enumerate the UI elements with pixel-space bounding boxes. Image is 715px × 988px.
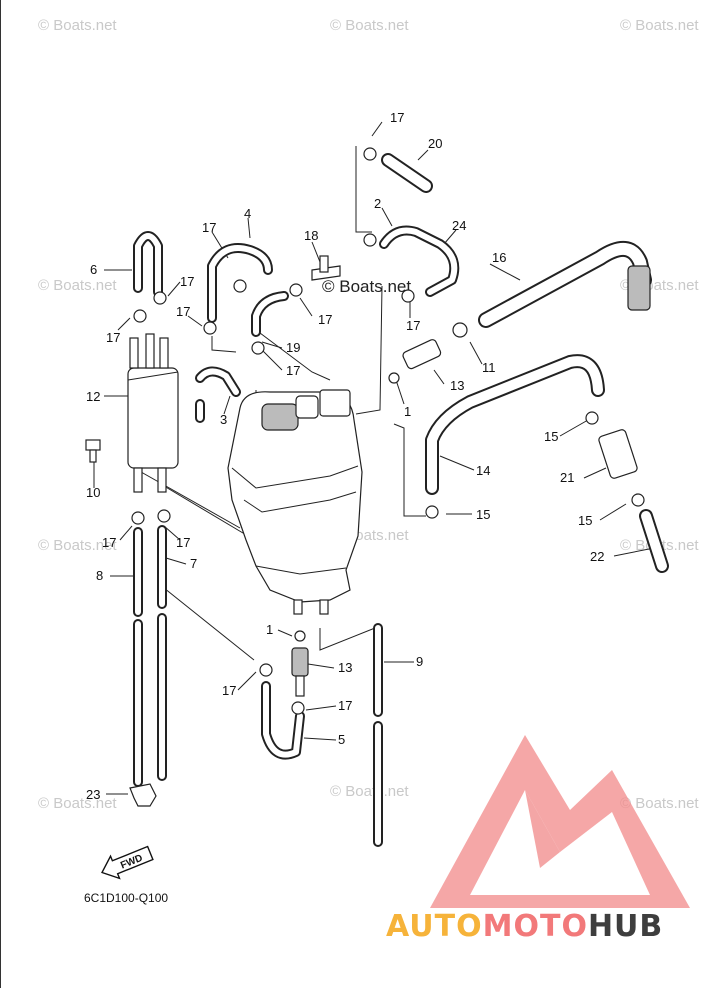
callout-label: 15	[476, 507, 490, 522]
callout-label: 17	[176, 304, 190, 319]
watermark-text: © Boats.net	[38, 795, 117, 812]
callout-label: 13	[338, 660, 352, 675]
leader-lines	[93, 121, 655, 795]
hoses	[133, 153, 669, 847]
callout-label: 18	[304, 228, 318, 243]
callout-label: 22	[590, 549, 604, 564]
watermark-text: © Boats.net	[38, 277, 117, 294]
callout-label: 20	[428, 136, 442, 151]
callout-label: 8	[96, 568, 103, 583]
callout-label: 17	[176, 535, 190, 550]
diagram-code: 6C1D100-Q100	[84, 891, 168, 905]
watermark-text: © Boats.net	[620, 795, 699, 812]
callout-label: 17	[180, 274, 194, 289]
callout-label: 14	[476, 463, 490, 478]
callout-label: 17	[406, 318, 420, 333]
callout-label: 17	[102, 535, 116, 550]
callout-label: 1	[266, 622, 273, 637]
parts	[85, 147, 651, 807]
brand-part-auto: AUTO	[386, 909, 483, 944]
callout-label: 4	[244, 206, 251, 221]
watermark-text: © Boats.net	[330, 17, 409, 34]
callout-label: 17	[222, 683, 236, 698]
page-border	[0, 0, 1, 988]
callout-label: 16	[492, 250, 506, 265]
watermark-text: © Boats.net	[620, 17, 699, 34]
callout-label: 24	[452, 218, 466, 233]
callout-label: 17	[338, 698, 352, 713]
watermark-text: © Boats.net	[38, 537, 117, 554]
callout-label: 10	[86, 485, 100, 500]
watermark-text-center: © Boats.net	[322, 277, 411, 296]
fwd-arrow-icon: FWD	[101, 845, 154, 880]
callout-label: 17	[106, 330, 120, 345]
watermark-text: © Boats.net	[330, 783, 409, 800]
watermark-group: © Boats.net © Boats.net © Boats.net © Bo…	[38, 17, 699, 812]
callout-labels: 17 20 2 24 17 4 18 16 6 17 17 17 17 17 1…	[86, 110, 604, 802]
callout-label: 17	[390, 110, 404, 125]
callout-label: 12	[86, 389, 100, 404]
callout-label: 13	[450, 378, 464, 393]
callout-label: 15	[578, 513, 592, 528]
brand-part-moto: MOTO	[483, 909, 588, 944]
callout-label: 21	[560, 470, 574, 485]
callout-label: 23	[86, 787, 100, 802]
callout-label: 19	[286, 340, 300, 355]
callout-label: 3	[220, 412, 227, 427]
callout-label: 17	[318, 312, 332, 327]
callout-label: 17	[286, 363, 300, 378]
brand-part-hub: HUB	[588, 909, 663, 944]
callout-label: 17	[202, 220, 216, 235]
watermark-text: © Boats.net	[38, 17, 117, 34]
callout-label: 11	[482, 360, 496, 375]
automotohub-logo-icon	[430, 735, 690, 908]
callout-label: 2	[374, 196, 381, 211]
callout-label: 15	[544, 429, 558, 444]
brand-wordmark: AUTOMOTOHUB	[386, 909, 663, 944]
callout-label: 1	[404, 404, 411, 419]
callout-label: 6	[90, 262, 97, 277]
callout-label: 5	[338, 732, 345, 747]
callout-label: 7	[190, 556, 197, 571]
callout-label: 9	[416, 654, 423, 669]
